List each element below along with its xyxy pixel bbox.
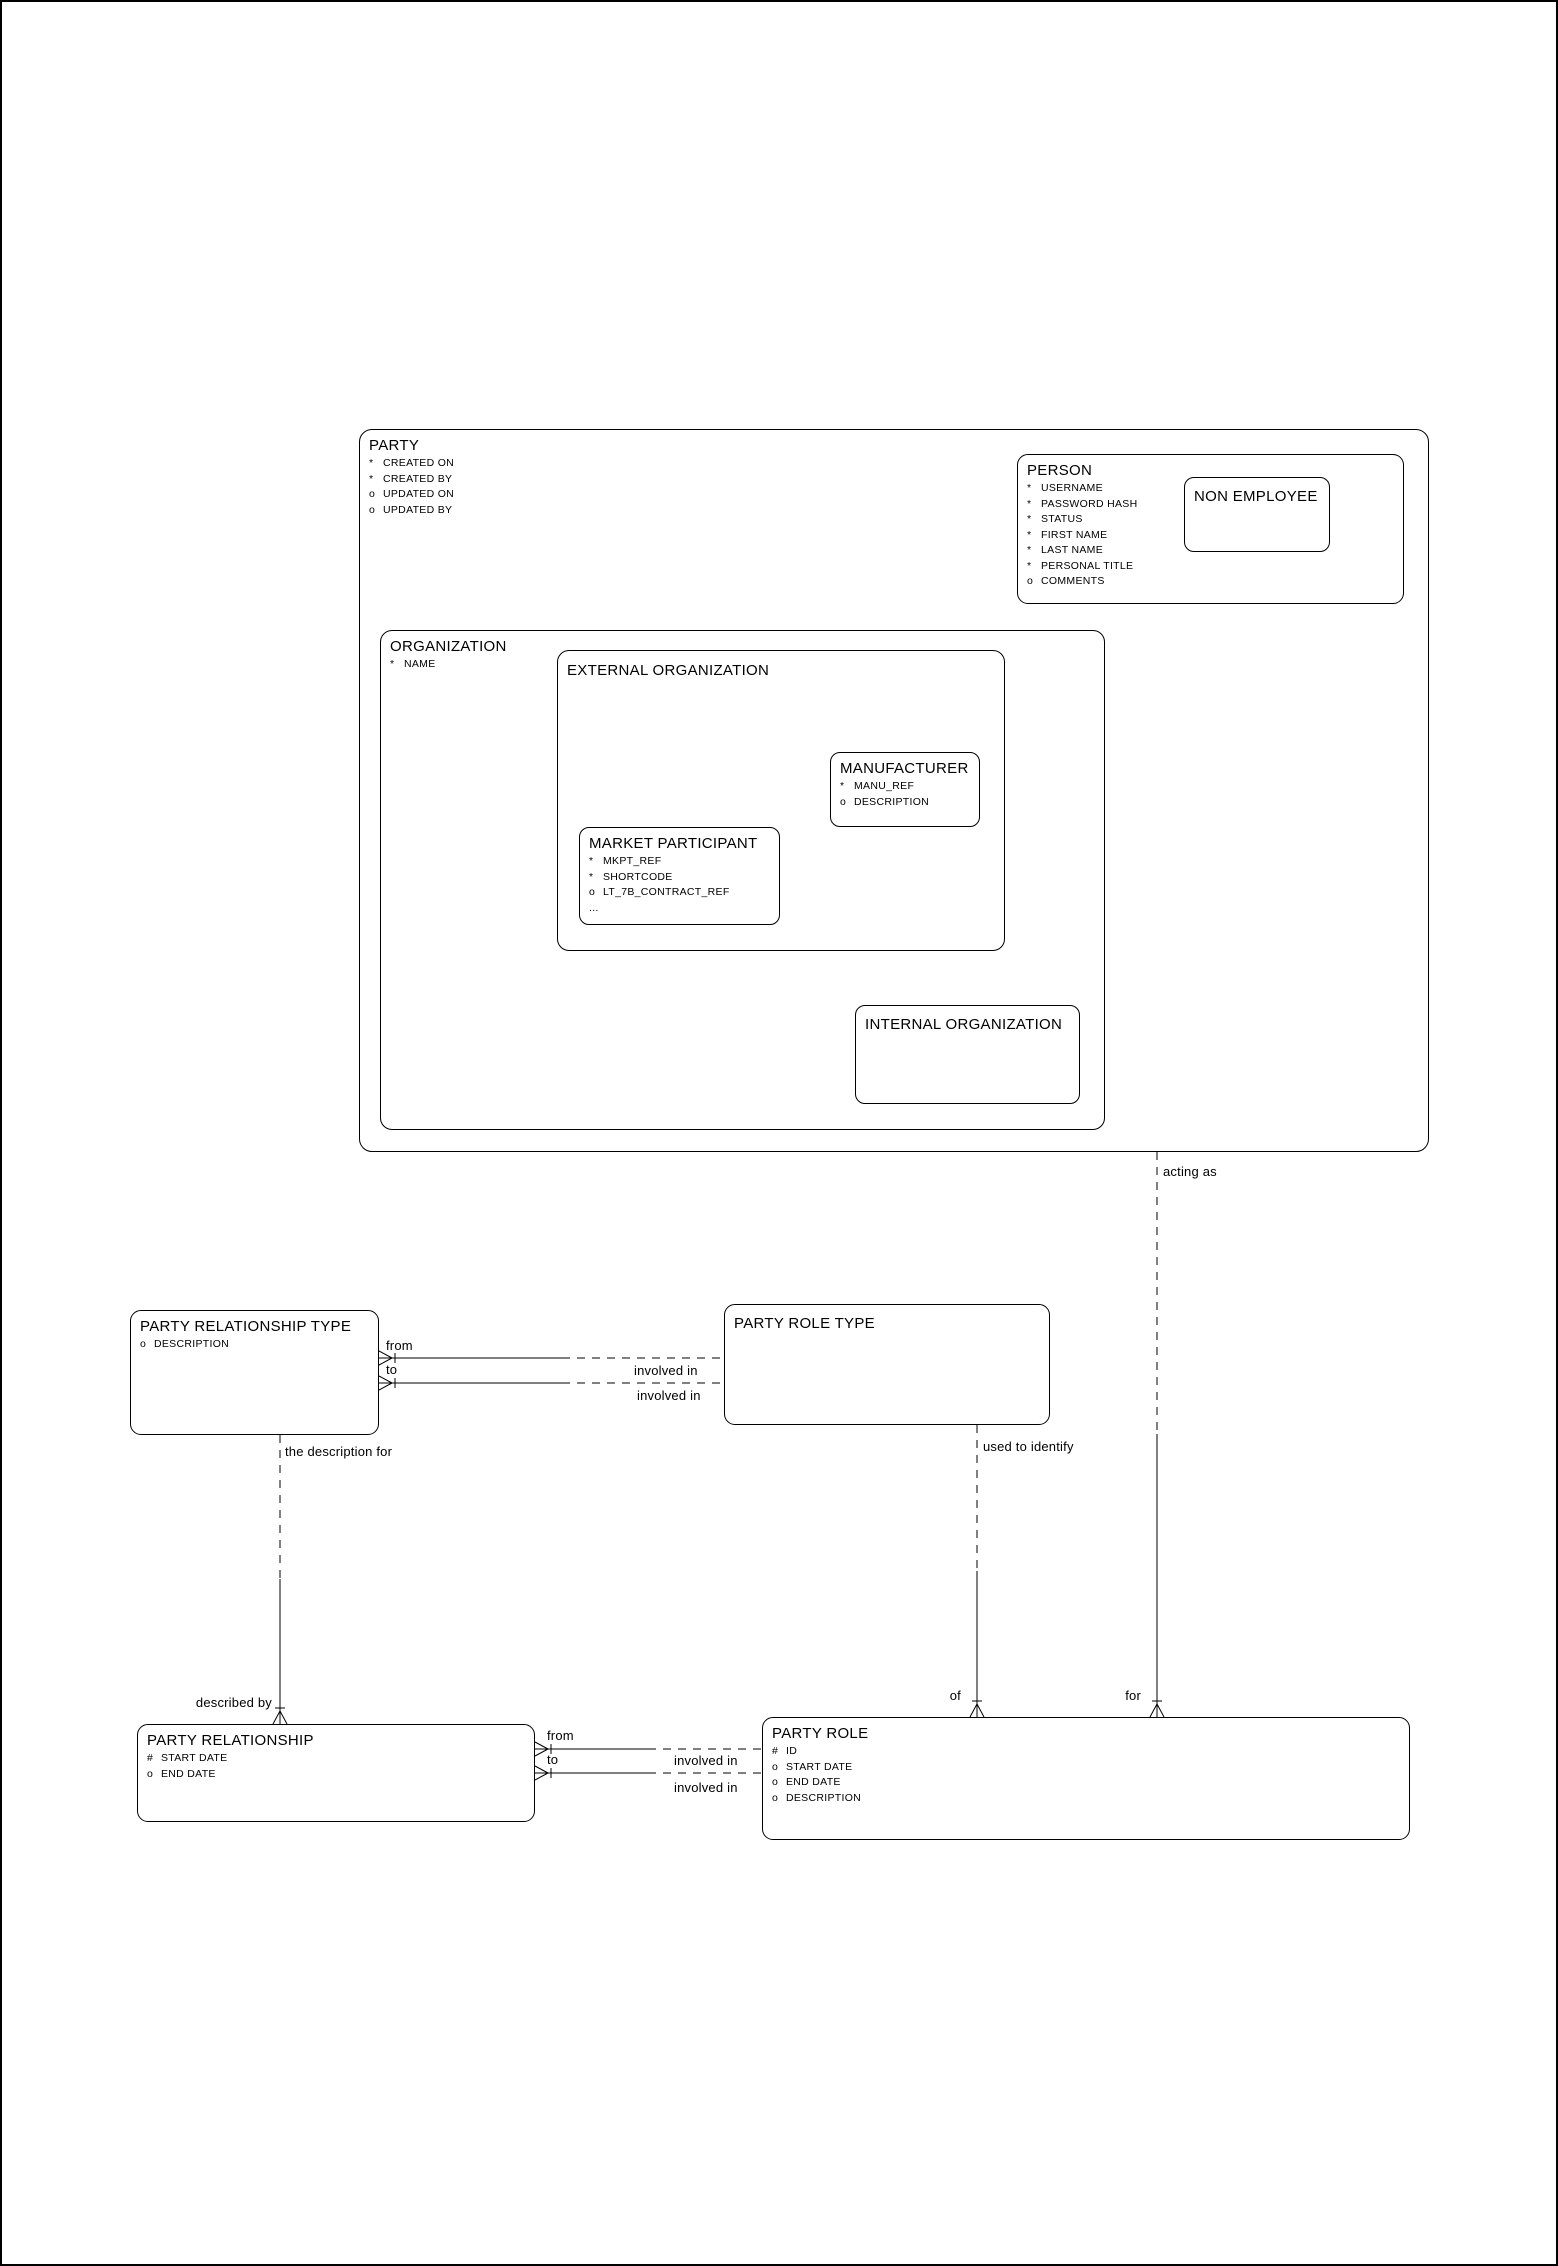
entity-title-market-participant: MARKET PARTICIPANT bbox=[589, 835, 758, 852]
entity-attribute: *PASSWORD HASH bbox=[1027, 497, 1138, 510]
entity-title-party: PARTY bbox=[369, 437, 420, 454]
entity-attribute: *SHORTCODE bbox=[589, 870, 673, 883]
entity-title-party-role-type: PARTY ROLE TYPE bbox=[734, 1315, 875, 1332]
entity-attribute: ... bbox=[589, 901, 599, 914]
entity-title-party-relationship: PARTY RELATIONSHIP bbox=[147, 1732, 314, 1749]
relationship-used-to-identify-line bbox=[969, 1425, 985, 1718]
relationship-description-for-line bbox=[272, 1435, 288, 1725]
relationship-acting-as-line bbox=[1149, 1152, 1165, 1718]
entity-attrs-organization: *NAME bbox=[390, 657, 1095, 673]
entity-attribute: *USERNAME bbox=[1027, 482, 1103, 494]
entity-attribute: *STATUS bbox=[1027, 513, 1083, 525]
entity-attribute: *CREATED ON bbox=[369, 457, 455, 469]
rel-label-described-by: described by bbox=[195, 1695, 272, 1710]
rel-label-used-to-identify: used to identify bbox=[983, 1439, 1074, 1454]
entity-party-role-type[interactable]: PARTY ROLE TYPE bbox=[724, 1304, 1050, 1425]
entity-title-person: PERSON bbox=[1027, 462, 1093, 479]
entity-attribute: *PERSONAL TITLE bbox=[1027, 559, 1134, 572]
rel-label-rel-involved-in-1: involved in bbox=[674, 1753, 738, 1768]
entity-attribute: *MKPT_REF bbox=[589, 855, 662, 867]
rel-label-type-involved-in-1: involved in bbox=[634, 1363, 698, 1378]
entity-title-party-relationship-type: PARTY RELATIONSHIP TYPE bbox=[140, 1318, 352, 1335]
entity-title-external-organization: EXTERNAL ORGANIZATION bbox=[567, 662, 770, 679]
entity-title-internal-organization: INTERNAL ORGANIZATION bbox=[865, 1016, 1063, 1033]
entity-attribute: #START DATE bbox=[147, 1752, 228, 1764]
rel-label-of: of bbox=[949, 1688, 961, 1703]
entity-attribute: *LAST NAME bbox=[1027, 544, 1104, 556]
rel-label-rel-involved-in-2: involved in bbox=[674, 1780, 738, 1795]
rel-label-rel-from: from bbox=[547, 1728, 574, 1743]
rel-label-for: for bbox=[1125, 1688, 1141, 1703]
entity-attribute: *MANU_REF bbox=[840, 780, 915, 792]
entity-internal-organization[interactable]: INTERNAL ORGANIZATION bbox=[855, 1005, 1080, 1104]
rel-label-type-from: from bbox=[386, 1338, 413, 1353]
rel-label-rel-to: to bbox=[547, 1752, 559, 1767]
entity-attribute: *NAME bbox=[390, 658, 436, 670]
entity-title-manufacturer: MANUFACTURER bbox=[840, 760, 969, 777]
rel-label-type-involved-in-2: involved in bbox=[637, 1388, 701, 1403]
entity-attribute: *FIRST NAME bbox=[1027, 528, 1108, 541]
entity-attrs-person: *USERNAME *PASSWORD HASH *STATUS *FIRST NAM… bbox=[1027, 481, 1394, 590]
entity-title-organization: ORGANIZATION bbox=[390, 638, 507, 655]
entity-attribute: #ID bbox=[772, 1745, 798, 1757]
entity-non-employee[interactable]: NON EMPLOYEE bbox=[1184, 477, 1330, 552]
rel-label-the-description-for: the description for bbox=[285, 1444, 393, 1459]
rel-label-type-to: to bbox=[386, 1362, 398, 1377]
relationship-rel-to-line bbox=[534, 1765, 762, 1781]
entity-title-non-employee: NON EMPLOYEE bbox=[1194, 488, 1318, 505]
entity-attribute: *CREATED BY bbox=[369, 472, 453, 485]
entity-title-party-role: PARTY ROLE bbox=[772, 1725, 869, 1742]
rel-label-acting-as: acting as bbox=[1163, 1164, 1217, 1179]
